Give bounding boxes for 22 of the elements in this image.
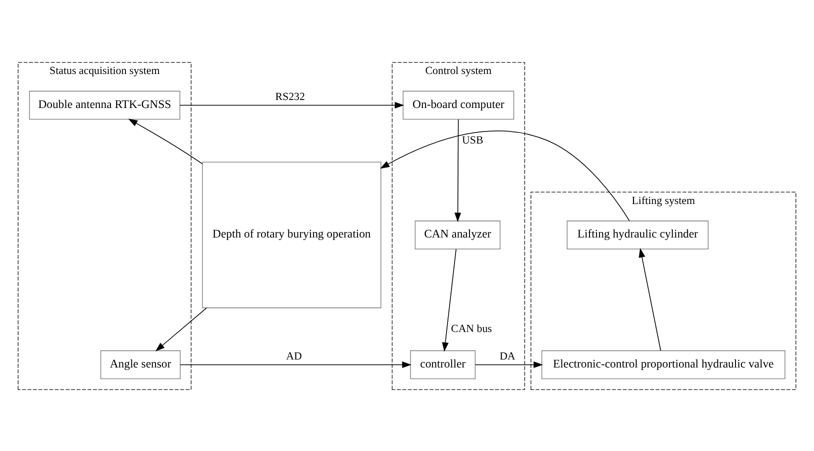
arrow	[180, 101, 404, 108]
edge-label: CAN bus	[451, 322, 492, 335]
arrow	[155, 307, 207, 351]
edge-label: RS232	[275, 90, 305, 102]
edge-label: DA	[500, 350, 515, 362]
edge-label: AD	[286, 350, 302, 362]
node-box: controller	[410, 350, 476, 379]
node-box: Depth of rotary burying operation	[202, 161, 382, 308]
arrow	[454, 118, 462, 222]
arrow	[380, 130, 630, 221]
arrow	[638, 248, 662, 351]
arrow	[180, 360, 412, 368]
arrow	[128, 118, 203, 164]
arrow	[475, 360, 543, 368]
node-box: Lifting hydraulic cylinder	[566, 220, 709, 249]
node-box: Electronic-control proportional hydraulic valve	[541, 350, 786, 379]
node-box: On-board computer	[402, 90, 514, 120]
node-box: Angle sensor	[100, 350, 181, 379]
edge-label: USB	[462, 134, 484, 146]
node-box: Double antenna RTK-GNSS	[29, 90, 180, 120]
node-box: CAN analyzer	[414, 220, 501, 249]
arrow	[442, 248, 456, 352]
